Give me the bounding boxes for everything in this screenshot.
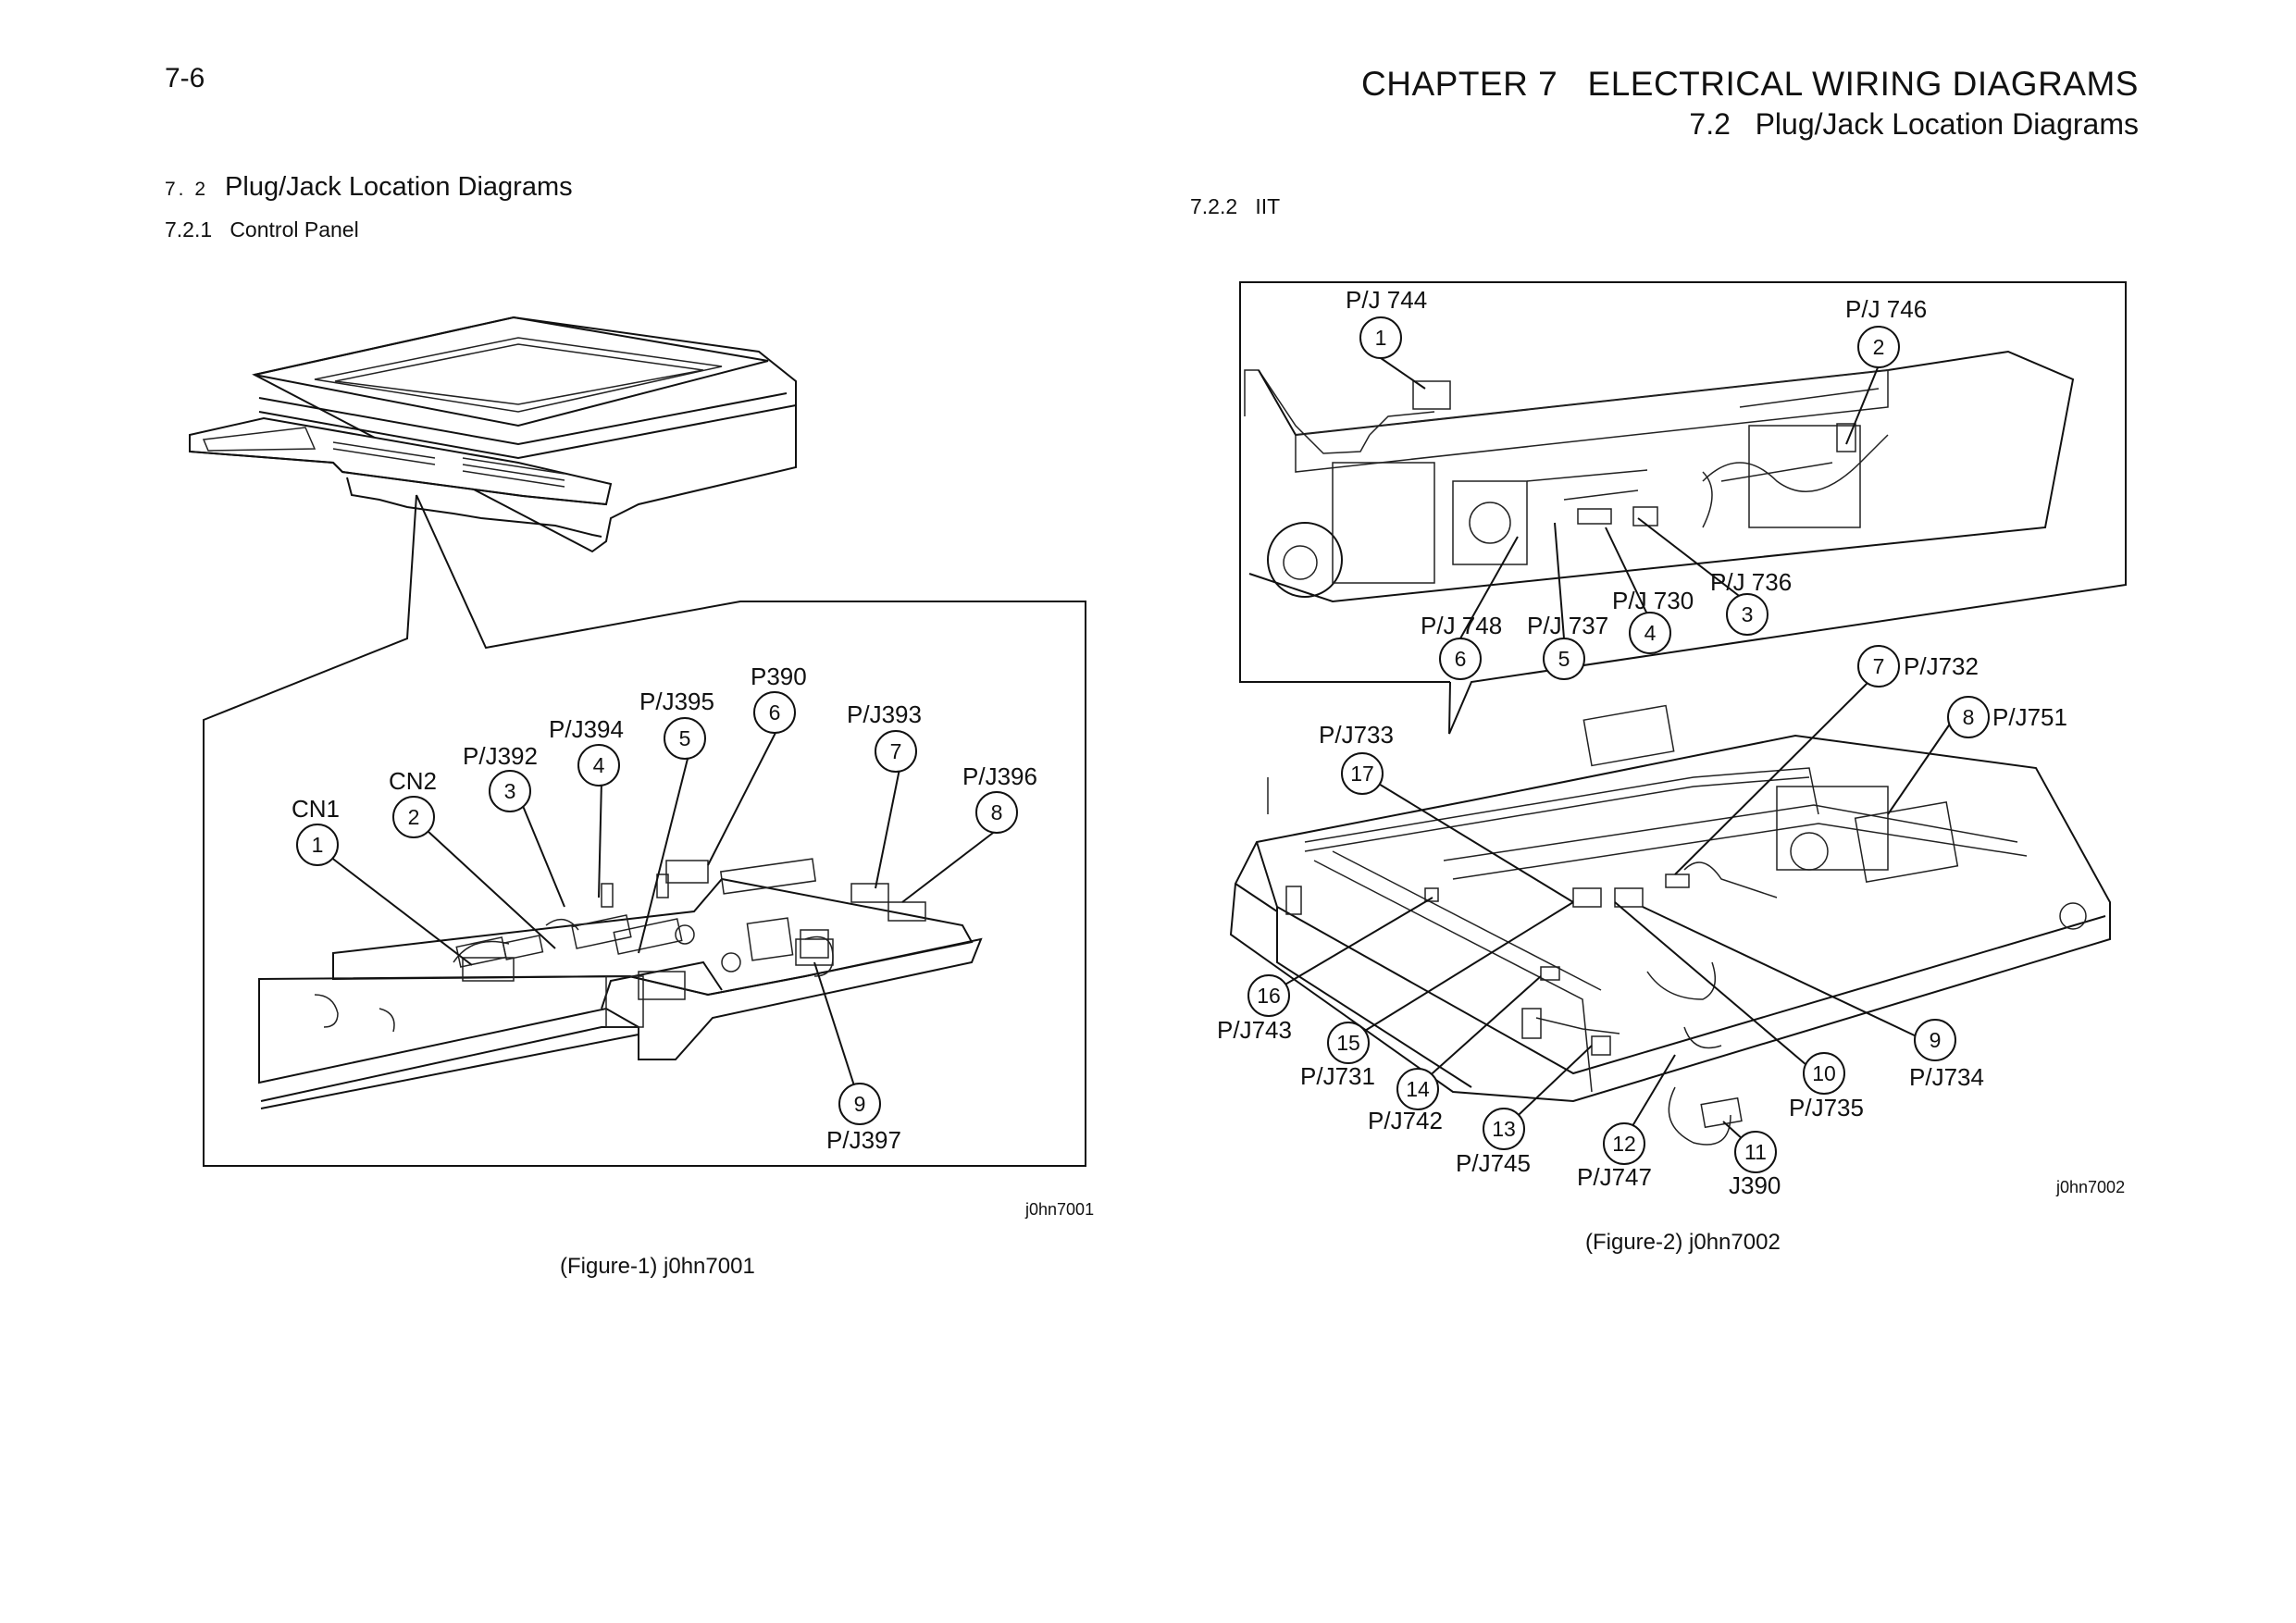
callout-label: P390 <box>751 663 807 690</box>
figure1-leader-lines <box>329 728 998 1107</box>
figure2-callout-8: 8 P/J751 <box>1947 696 2067 738</box>
callout-number: 8 <box>991 800 1003 824</box>
figure2-callout-3: P/J 736 3 <box>1710 568 1792 636</box>
subsection-control-panel: 7.2.1 Control Panel <box>165 217 359 242</box>
callout-label: P/J392 <box>463 742 538 770</box>
subsection-iit: 7.2.2 IIT <box>1190 194 1281 218</box>
figure2-callout-1: P/J 744 1 <box>1346 286 1427 359</box>
figure2-callout-14: 14 P/J742 <box>1368 1068 1443 1134</box>
callout-number: 5 <box>679 726 691 750</box>
callout-label: P/J394 <box>549 715 624 743</box>
figure2-callout-4: P/J 730 4 <box>1612 587 1694 654</box>
callout-number: 4 <box>1644 621 1657 645</box>
figure1-code: j0hn7001 <box>1025 1200 1095 1219</box>
figure1-callout-6: P390 6 <box>751 663 807 734</box>
callout-label: P/J747 <box>1577 1163 1652 1191</box>
figure1-panel-detail <box>258 858 983 1109</box>
callout-label: CN1 <box>292 795 340 823</box>
callout-label: P/J735 <box>1789 1094 1864 1121</box>
figure2-callout-12: 12 P/J747 <box>1577 1122 1652 1191</box>
section-number: 7. 2 <box>165 179 209 200</box>
figure2-callout-9: 9 P/J734 <box>1909 1019 1984 1091</box>
figure1-callout-1: CN1 1 <box>292 795 340 866</box>
figure2-callout-5: P/J 737 5 <box>1527 612 1608 680</box>
figure2-callout-15: 15 P/J731 <box>1300 1022 1375 1090</box>
callout-label: P/J 746 <box>1845 295 1927 323</box>
callout-label: P/J742 <box>1368 1107 1443 1134</box>
figure2-callout-17: P/J733 17 <box>1319 721 1394 795</box>
figure1-callout-9: 9 P/J397 <box>826 1083 901 1154</box>
section-title: Plug/Jack Location Diagrams <box>225 172 573 202</box>
callout-number: 6 <box>769 700 781 725</box>
figure2-inset-drawing <box>1239 281 2127 735</box>
callout-number: 7 <box>890 739 902 763</box>
callout-label: P/J734 <box>1909 1063 1984 1091</box>
callout-label: P/J731 <box>1300 1062 1375 1090</box>
callout-label: P/J 748 <box>1421 612 1502 639</box>
callout-number: 16 <box>1257 984 1281 1008</box>
callout-number: 3 <box>504 779 516 803</box>
callout-number: 1 <box>312 833 324 857</box>
figure1-callout-8: P/J396 8 <box>962 762 1037 834</box>
callout-number: 4 <box>593 753 605 777</box>
callout-number: 15 <box>1336 1031 1360 1055</box>
figure2-callout-11: 11 J390 <box>1729 1131 1781 1199</box>
callout-number: 12 <box>1612 1132 1636 1156</box>
section-heading-7-2: 7. 2 Plug/Jack Location Diagrams <box>165 172 573 203</box>
figure1-callout-4: P/J394 4 <box>549 715 624 787</box>
callout-label: P/J732 <box>1904 652 1979 680</box>
figure2-callout-13: 13 P/J745 <box>1456 1108 1531 1177</box>
figure2-caption: (Figure-2) j0hn7002 <box>1585 1230 1781 1255</box>
figure2-callout-6: P/J 748 6 <box>1421 612 1502 680</box>
figure1-callout-3: P/J392 3 <box>463 742 538 812</box>
figure1-callout-2: CN2 2 <box>389 767 437 838</box>
callout-number: 6 <box>1455 647 1467 671</box>
callout-number: 5 <box>1558 647 1570 671</box>
callout-label: P/J 744 <box>1346 286 1427 314</box>
callout-label: P/J743 <box>1217 1016 1292 1044</box>
callout-label: P/J396 <box>962 762 1037 790</box>
figure2-leader-lines <box>1267 357 1955 1150</box>
figure2-callout-7: 7 P/J732 <box>1857 645 1979 688</box>
figure1-copier-drawing <box>189 316 1086 1167</box>
figure1-caption: (Figure-1) j0hn7001 <box>560 1254 755 1279</box>
figure2-callout-2: P/J 746 2 <box>1845 295 1927 368</box>
callout-label: P/J 730 <box>1612 587 1694 614</box>
page-number: 7-6 <box>165 63 205 93</box>
figure1-callout-5: P/J395 5 <box>639 688 714 760</box>
callout-number: 17 <box>1350 762 1374 786</box>
chapter-title: CHAPTER 7 ELECTRICAL WIRING DIAGRAMS <box>1361 65 2139 103</box>
callout-number: 1 <box>1375 326 1387 350</box>
callout-number: 9 <box>1930 1028 1942 1052</box>
callout-label: P/J733 <box>1319 721 1394 749</box>
callout-label: P/J745 <box>1456 1149 1531 1177</box>
figure2-callout-10: 10 P/J735 <box>1789 1052 1864 1121</box>
callout-label: P/J395 <box>639 688 714 715</box>
callout-number: 2 <box>408 805 420 829</box>
callout-number: 3 <box>1742 602 1754 626</box>
callout-number: 7 <box>1873 654 1885 678</box>
figure2-code: j0hn7002 <box>2056 1178 2126 1196</box>
figure2-callout-16: 16 P/J743 <box>1217 974 1292 1044</box>
callout-number: 8 <box>1963 705 1975 729</box>
callout-label: P/J397 <box>826 1126 901 1154</box>
callout-number: 9 <box>854 1092 866 1116</box>
figure2-main-drawing <box>1229 704 2111 1146</box>
callout-number: 13 <box>1492 1117 1516 1141</box>
callout-number: 2 <box>1873 335 1885 359</box>
callout-label: P/J751 <box>1992 703 2067 731</box>
callout-number: 14 <box>1406 1077 1430 1101</box>
callout-number: 11 <box>1744 1140 1767 1164</box>
figure1-callout-7: P/J393 7 <box>847 700 922 773</box>
chapter-section-title: 7.2 Plug/Jack Location Diagrams <box>1689 107 2139 141</box>
callout-label: CN2 <box>389 767 437 795</box>
callout-label: P/J 736 <box>1710 568 1792 596</box>
callout-label: P/J 737 <box>1527 612 1608 639</box>
callout-label: J390 <box>1729 1171 1781 1199</box>
callout-label: P/J393 <box>847 700 922 728</box>
callout-number: 10 <box>1812 1061 1836 1085</box>
